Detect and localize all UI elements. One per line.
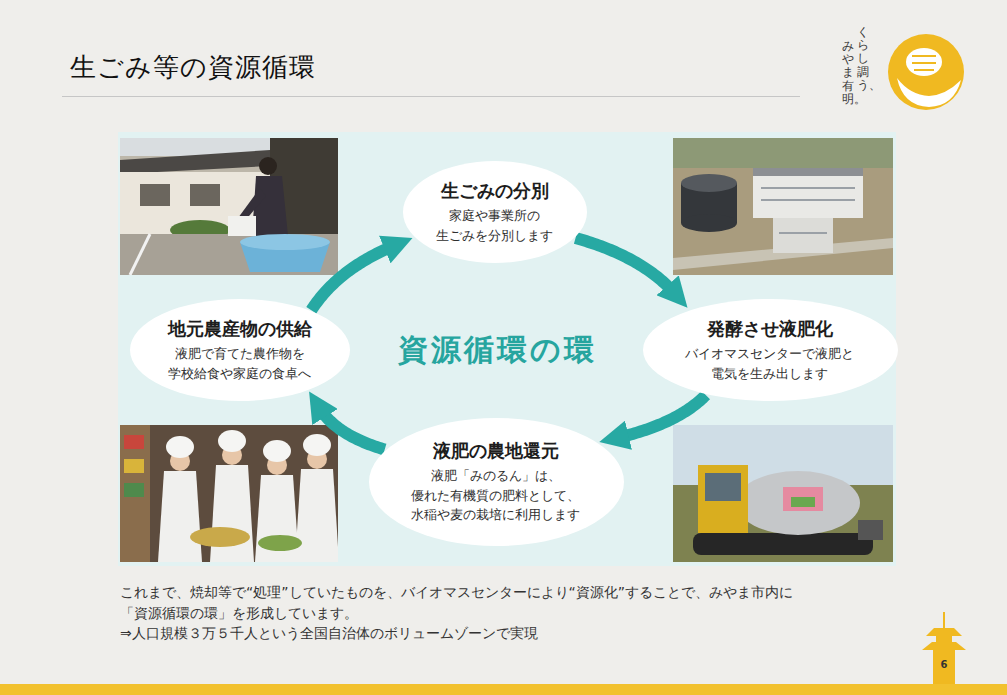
cycle-step-ellipse: 地元農産物の供給液肥で育てた農作物を 学校給食や家庭の食卓へ bbox=[129, 298, 351, 402]
photo-school-lunch bbox=[124, 435, 144, 449]
pagoda-icon bbox=[933, 650, 955, 684]
cycle-arrow bbox=[311, 245, 396, 310]
cycle-center-title: 資源循環の環 bbox=[398, 330, 597, 371]
photo-sorting bbox=[120, 234, 338, 275]
photo-biomass-center bbox=[681, 174, 737, 192]
step-heading: 液肥の農地還元 bbox=[408, 439, 585, 462]
photo-biomass-center bbox=[673, 138, 893, 168]
pagoda-icon bbox=[922, 612, 966, 684]
cycle-arrow bbox=[576, 238, 676, 294]
photo-school-lunch bbox=[120, 425, 338, 562]
photo-sorting bbox=[240, 234, 330, 250]
photo-school-lunch bbox=[158, 436, 202, 562]
tagline-text: くらし調う、 bbox=[857, 26, 869, 92]
photo-school-lunch bbox=[166, 436, 194, 458]
photo-sorting bbox=[120, 138, 338, 275]
photo-biomass-center bbox=[673, 138, 893, 275]
caption-text: これまで、焼却等で“処理”していたものを、バイオマスセンターにより“資源化”する… bbox=[120, 582, 890, 624]
photo-school-lunch bbox=[124, 459, 144, 473]
logo-mark bbox=[897, 78, 961, 107]
step-heading: 発酵させ液肥化 bbox=[682, 317, 859, 340]
photo-sorting bbox=[120, 138, 338, 275]
photo-spreader-vehicle bbox=[858, 520, 883, 540]
footer-bar bbox=[0, 684, 1007, 695]
diagram-panel bbox=[118, 132, 896, 566]
step-text-group: 液肥の農地還元液肥「みのるん」は、 優れた有機質の肥料として、 水稲や麦の栽培に… bbox=[408, 439, 585, 525]
photo-spreader-vehicle bbox=[705, 473, 741, 501]
photo-biomass-center bbox=[761, 188, 855, 233]
photo-school-lunch bbox=[124, 483, 144, 497]
photo-school-lunch bbox=[258, 535, 302, 551]
ellipse-fill bbox=[130, 299, 350, 401]
cycle-step-ellipse: 生ごみの分別家庭や事業所の 生ごみを分別します bbox=[402, 160, 588, 264]
photo-school-lunch bbox=[218, 430, 246, 452]
logo-mark bbox=[888, 34, 964, 110]
photo-spreader-vehicle bbox=[791, 497, 815, 507]
step-text-group: 地元農産物の供給液肥で育てた農作物を 学校給食や家庭の食卓へ bbox=[165, 317, 316, 383]
logo-mark bbox=[888, 34, 964, 110]
ellipse-fill bbox=[643, 299, 898, 401]
photo-school-lunch bbox=[263, 440, 291, 462]
photo-school-lunch bbox=[158, 471, 202, 562]
photo-sorting bbox=[228, 216, 256, 236]
photo-biomass-center bbox=[753, 168, 863, 218]
logo-mark bbox=[906, 48, 942, 76]
photo-school-lunch bbox=[295, 469, 339, 562]
photo-school-lunch bbox=[120, 425, 339, 562]
photo-spreader-vehicle bbox=[693, 533, 873, 555]
step-description: 液肥で育てた農作物を 学校給食や家庭の食卓へ bbox=[165, 344, 316, 383]
photo-sorting bbox=[130, 234, 150, 275]
caption-note: ⇒人口規模３万５千人という全国自治体のボリュームゾーンで実現 bbox=[120, 625, 538, 643]
photo-spreader-vehicle bbox=[736, 471, 860, 535]
photo-spreader-vehicle bbox=[783, 487, 823, 511]
cycle-step-ellipse: 発酵させ液肥化バイオマスセンターで液肥と 電気を生み出します bbox=[642, 298, 899, 402]
photo-spreader-vehicle bbox=[673, 425, 893, 562]
photo-sorting bbox=[190, 184, 220, 206]
step-text-group: 生ごみの分別家庭や事業所の 生ごみを分別します bbox=[433, 179, 558, 245]
tagline-text: みやま有明。 bbox=[842, 40, 854, 106]
ellipse-fill bbox=[369, 418, 624, 546]
photo-sorting bbox=[259, 157, 277, 175]
title-rule bbox=[62, 96, 800, 97]
step-heading: 生ごみの分別 bbox=[433, 179, 558, 202]
photo-biomass-center bbox=[673, 138, 893, 275]
photo-school-lunch bbox=[120, 425, 150, 562]
photo-spreader-vehicle bbox=[698, 465, 748, 533]
photo-biomass-center bbox=[681, 214, 737, 232]
cycle-arrow bbox=[617, 395, 706, 438]
photo-school-lunch bbox=[210, 465, 254, 562]
photo-sorting bbox=[120, 150, 270, 174]
page-number: 6 bbox=[941, 659, 948, 670]
cycle-arrow bbox=[319, 407, 385, 450]
pagoda-icon bbox=[922, 642, 966, 650]
slide-title: 生ごみ等の資源循環 bbox=[70, 50, 316, 85]
logo-mark bbox=[912, 56, 936, 70]
step-text-group: 発酵させ液肥化バイオマスセンターで液肥と 電気を生み出します bbox=[682, 317, 859, 383]
step-description: 家庭や事業所の 生ごみを分別します bbox=[433, 206, 558, 245]
photo-sorting bbox=[140, 184, 170, 206]
photo-biomass-center bbox=[753, 168, 863, 176]
photo-biomass-center bbox=[773, 218, 833, 253]
photo-school-lunch bbox=[303, 434, 331, 456]
photo-spreader-vehicle bbox=[673, 425, 893, 562]
photo-school-lunch bbox=[190, 527, 250, 547]
pagoda-icon bbox=[936, 636, 952, 642]
step-description: バイオマスセンターで液肥と 電気を生み出します bbox=[682, 344, 859, 383]
step-description: 液肥「みのるん」は、 優れた有機質の肥料として、 水稲や麦の栽培に利用します bbox=[408, 466, 585, 525]
ellipse-fill bbox=[403, 161, 587, 263]
step-heading: 地元農産物の供給 bbox=[165, 317, 316, 340]
pagoda-icon bbox=[926, 628, 962, 636]
cycle-step-ellipse: 液肥の農地還元液肥「みのるん」は、 優れた有機質の肥料として、 水稲や麦の栽培に… bbox=[368, 417, 625, 547]
pagoda-icon bbox=[943, 612, 945, 628]
